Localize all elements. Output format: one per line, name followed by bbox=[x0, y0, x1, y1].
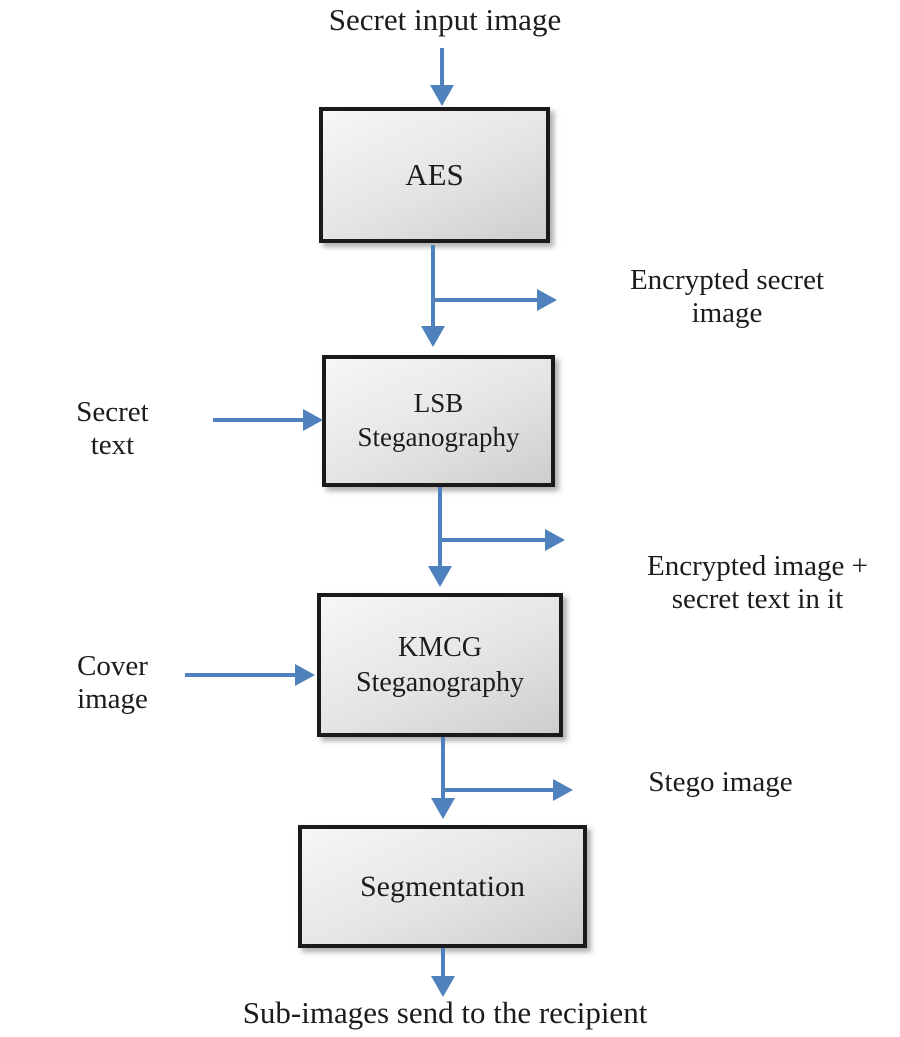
arrowhead-down-icon bbox=[430, 85, 454, 106]
process-box-aes: AES bbox=[319, 107, 550, 243]
arrow-aes-to-lsb-line bbox=[431, 245, 435, 328]
label-cover-image: Cover image bbox=[77, 650, 148, 716]
arrowhead-right-icon bbox=[545, 529, 565, 551]
arrowhead-right-icon bbox=[303, 409, 323, 431]
arrow-kmcg-to-segmentation-line bbox=[441, 737, 445, 800]
arrowhead-down-icon bbox=[428, 566, 452, 587]
label-stego-image: Stego image bbox=[648, 766, 793, 798]
process-box-lsb: LSB Steganography bbox=[322, 355, 555, 487]
label-encrypted-secret-image: Encrypted secret image bbox=[629, 264, 825, 330]
arrowhead-right-icon bbox=[295, 664, 315, 686]
label-encrypted-image-plus-text: Encrypted image + secret text in it bbox=[647, 550, 868, 616]
label-secret-text: Secret text bbox=[76, 396, 149, 462]
label-sub-images-recipient: Sub-images send to the recipient bbox=[242, 995, 648, 1030]
process-box-segmentation: Segmentation bbox=[298, 825, 587, 948]
arrow-lsb-to-kmcg-line bbox=[438, 487, 442, 568]
arrowhead-down-icon bbox=[431, 976, 455, 997]
label-secret-input-image: Secret input image bbox=[328, 2, 562, 37]
branch-encrypted-secret-line bbox=[433, 298, 538, 302]
arrow-secret-text-line bbox=[213, 418, 306, 422]
arrow-segmentation-out-line bbox=[441, 948, 445, 978]
arrow-input-to-aes-line bbox=[440, 48, 444, 88]
arrowhead-right-icon bbox=[553, 779, 573, 801]
branch-stego-image-line bbox=[443, 788, 555, 792]
arrowhead-right-icon bbox=[537, 289, 557, 311]
branch-encrypted-plus-text-line bbox=[440, 538, 546, 542]
arrowhead-down-icon bbox=[431, 798, 455, 819]
arrowhead-down-icon bbox=[421, 326, 445, 347]
process-box-kmcg: KMCG Steganography bbox=[317, 593, 563, 737]
arrow-cover-image-line bbox=[185, 673, 298, 677]
